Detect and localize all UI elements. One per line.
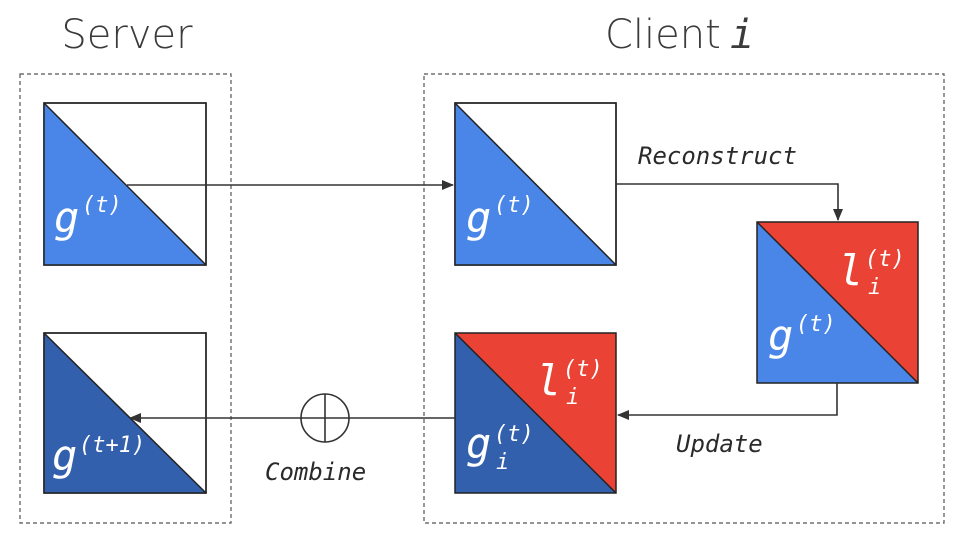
g-symbol: g	[768, 311, 793, 360]
client-container	[423, 73, 945, 524]
t-superscript: (t)	[865, 247, 905, 272]
oplus-icon	[300, 393, 350, 443]
t-plus-1-superscript: (t+1)	[79, 433, 145, 458]
combine-label: Combine	[265, 458, 366, 486]
reconstruct-label: Reconstruct	[638, 142, 797, 170]
t-superscript: (t)	[494, 422, 534, 447]
i-subscript: i	[868, 275, 881, 300]
g-symbol: g	[466, 419, 491, 468]
t-superscript: (t)	[796, 312, 836, 337]
client-updated-square: l (t) i g (t) i	[454, 332, 617, 494]
server-title: Server	[61, 12, 193, 58]
t-superscript: (t)	[563, 357, 603, 382]
i-subscript: i	[496, 450, 509, 475]
client-title: Client i	[605, 12, 754, 58]
t-superscript: (t)	[82, 193, 122, 218]
server-container	[19, 73, 232, 524]
server-global-model-square: g (t)	[43, 102, 207, 266]
l-symbol: l	[838, 246, 863, 295]
g-symbol: g	[466, 193, 491, 242]
t-superscript: (t)	[494, 193, 534, 218]
arrow-update	[617, 383, 838, 420]
arrow-reconstruct	[616, 183, 843, 221]
client-received-model-square: g (t)	[454, 102, 617, 266]
g-symbol: g	[52, 431, 77, 480]
l-symbol: l	[536, 356, 561, 405]
client-reconstructed-square: l (t) i g (t)	[756, 221, 919, 384]
g-symbol: g	[54, 193, 79, 242]
i-subscript: i	[566, 385, 579, 410]
svg-text:Client: Client	[605, 12, 721, 58]
svg-text:i: i	[730, 12, 754, 58]
server-next-model-square: g (t+1)	[43, 332, 207, 494]
update-label: Update	[676, 430, 763, 458]
